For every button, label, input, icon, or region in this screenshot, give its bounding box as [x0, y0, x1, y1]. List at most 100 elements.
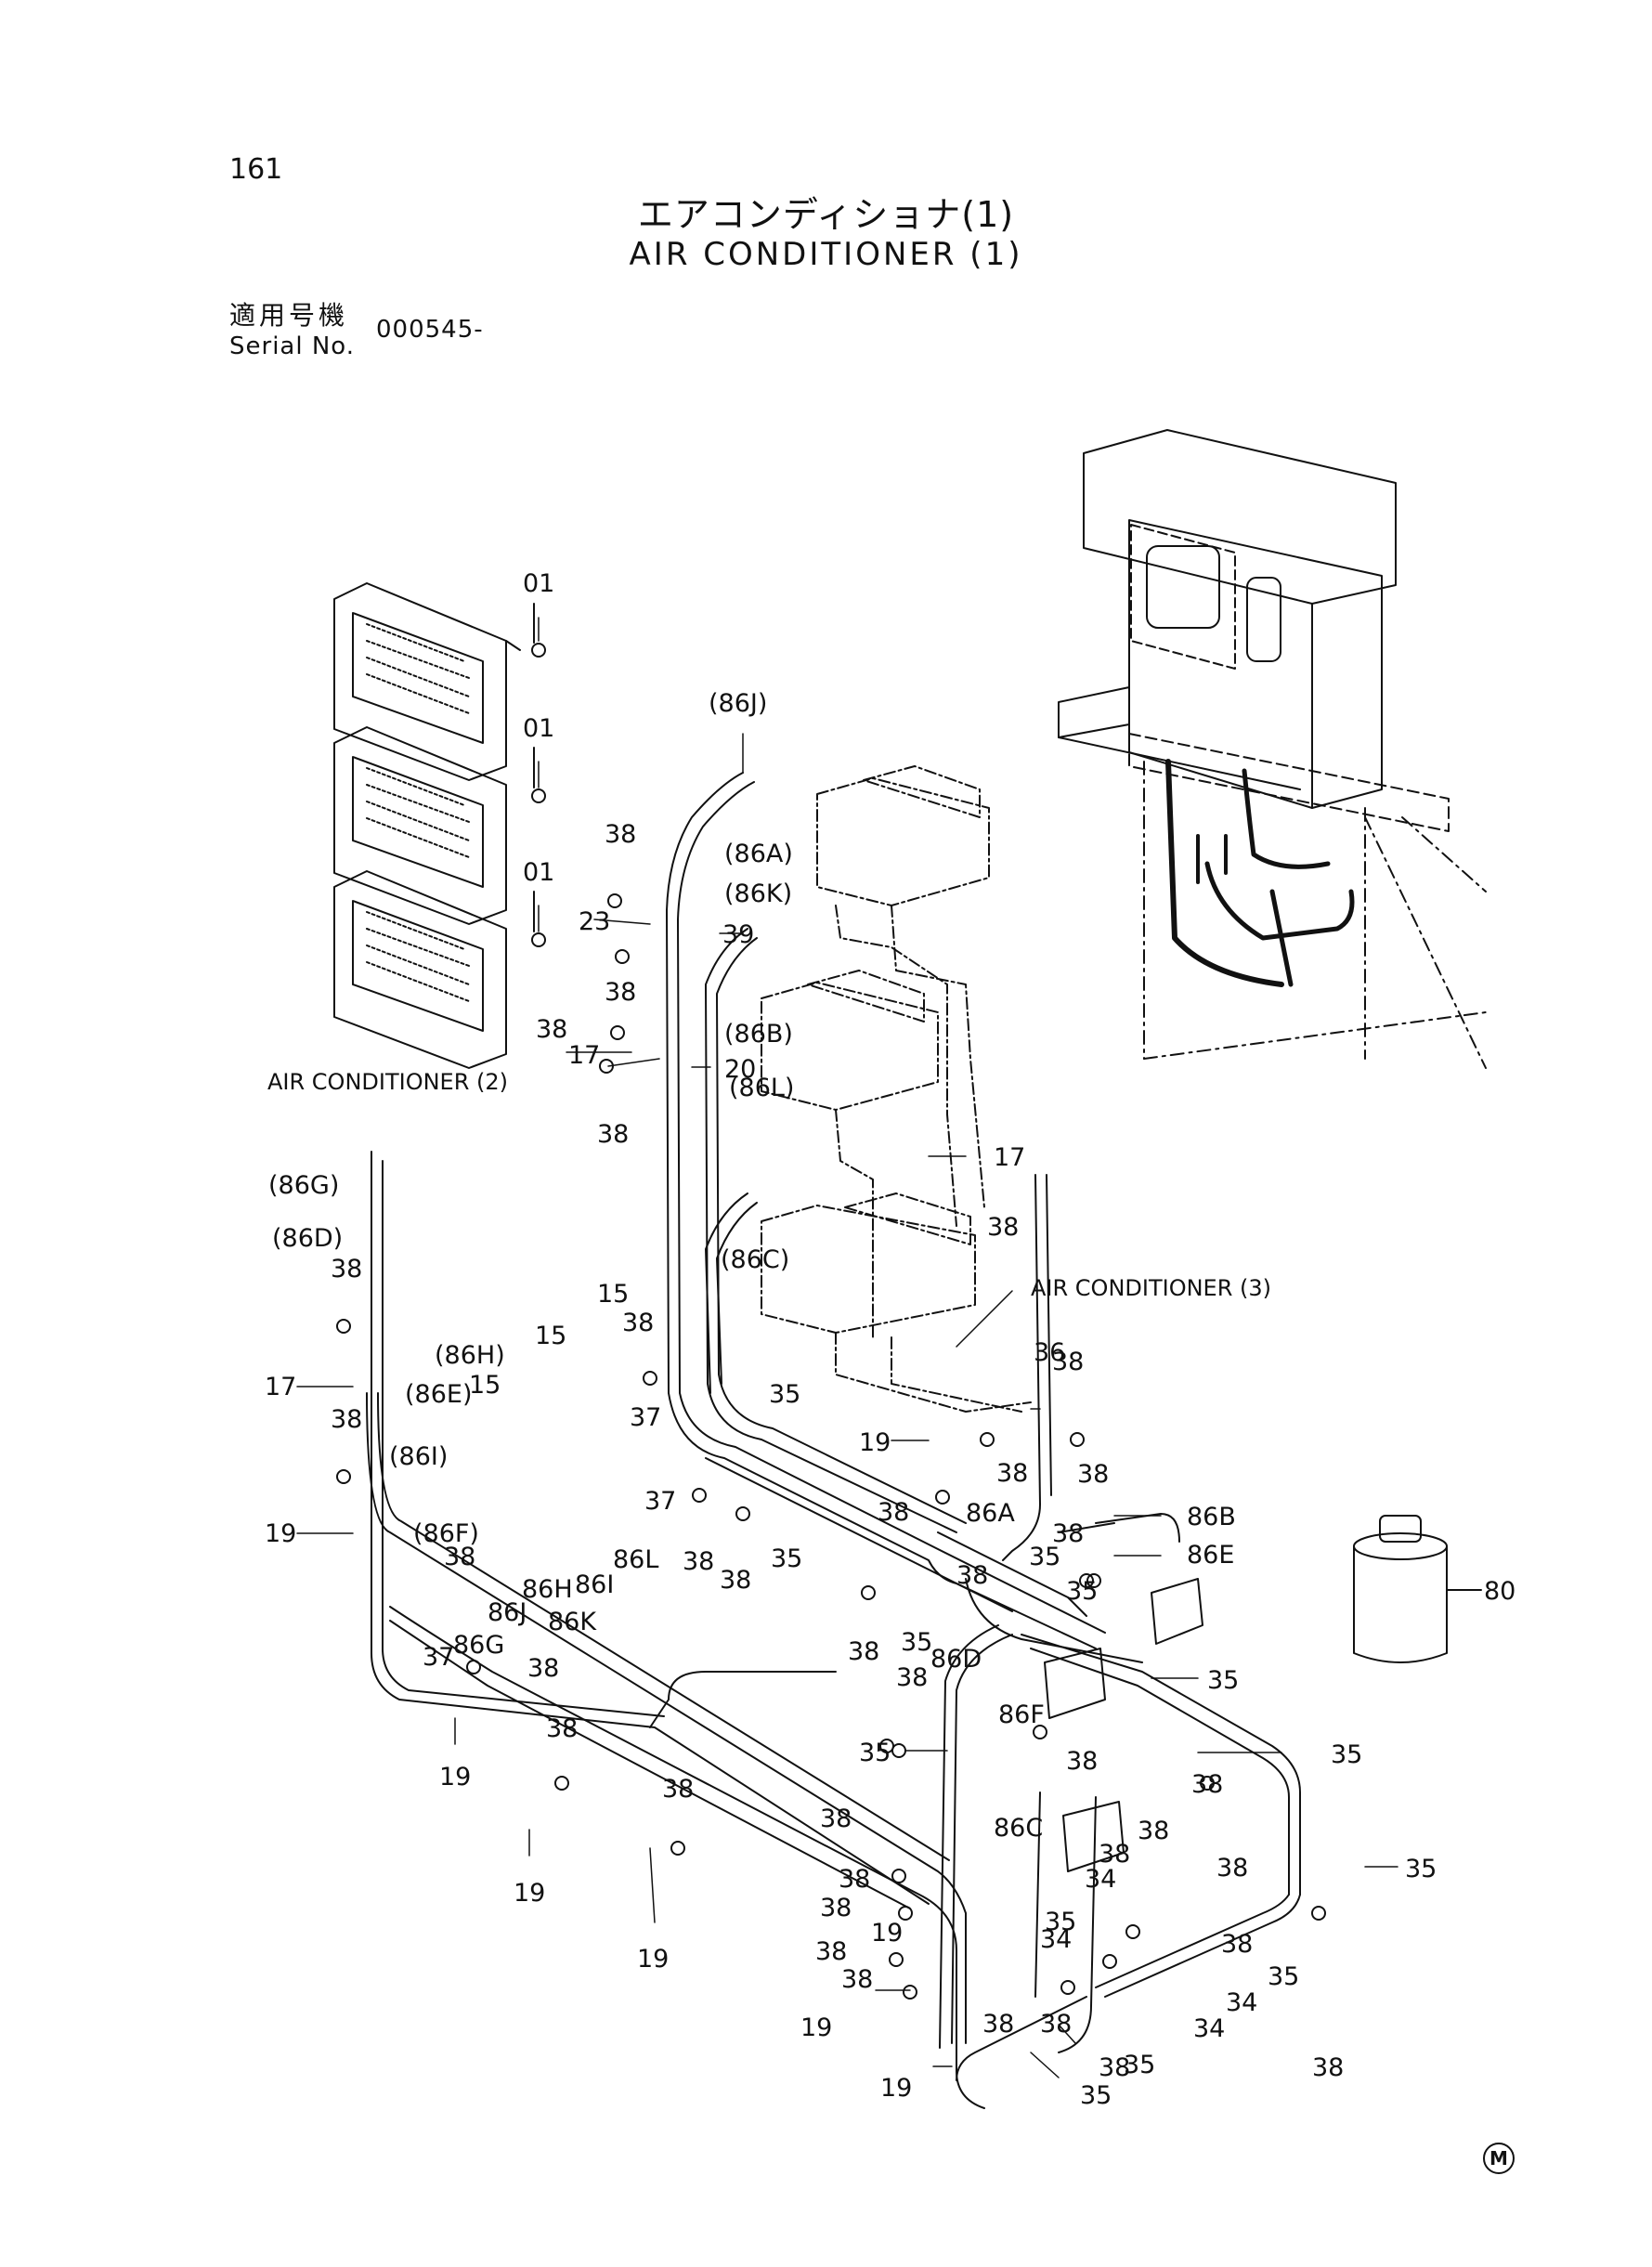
- callout-86j: 86J: [488, 1598, 527, 1627]
- callout-86a: 86A: [966, 1499, 1015, 1528]
- callout-38: 38: [1221, 1930, 1253, 1959]
- callout-38: 38: [683, 1547, 714, 1576]
- ac-units: [761, 765, 1032, 1413]
- leader-lines: [296, 617, 1398, 2078]
- condenser-blocks: [1044, 1578, 1203, 1872]
- callout-38: 38: [536, 1015, 567, 1044]
- callout-38: 38: [1052, 1519, 1084, 1548]
- callout-38: 38: [527, 1654, 559, 1683]
- callout-35: 35: [1405, 1855, 1437, 1883]
- callout-34: 34: [1085, 1865, 1116, 1894]
- callout-38: 38: [662, 1775, 694, 1804]
- callout-38: 38: [720, 1566, 751, 1595]
- callout-86a: (86A): [724, 840, 793, 868]
- callout-37: 37: [630, 1403, 661, 1432]
- callout-38: 38: [1040, 2010, 1072, 2039]
- callout-38: 38: [896, 1663, 928, 1692]
- callout-38: 38: [1066, 1747, 1098, 1776]
- bolt-callouts: 38 38 38 38 38 38 38 38 38 38 38 38 38 3…: [331, 820, 1344, 2082]
- receiver-drier-80: [1353, 1515, 1482, 1663]
- filter-panels: [333, 582, 546, 1069]
- serial-number: 000545-: [376, 316, 484, 344]
- callout-35: 35: [1207, 1666, 1239, 1695]
- label-air-conditioner-2: AIR CONDITIONER (2): [267, 1069, 508, 1095]
- callout-38: 38: [815, 1937, 847, 1966]
- callout-38: 38: [1052, 1348, 1084, 1376]
- callout-19: 19: [514, 1879, 545, 1908]
- callout-38: 38: [839, 1865, 870, 1894]
- callout-35: 35: [771, 1544, 802, 1573]
- callout-35: 35: [769, 1380, 800, 1409]
- serial-label-japanese: 適用号機: [229, 300, 349, 331]
- cab-overview: [1058, 429, 1487, 1069]
- callout-35: 35: [1331, 1740, 1362, 1769]
- callout-86h: (86H): [435, 1341, 505, 1370]
- callout-35: 35: [1029, 1543, 1060, 1571]
- callout-20: 20: [724, 1055, 756, 1084]
- callout-38: 38: [1077, 1460, 1109, 1489]
- callout-19: 19: [439, 1763, 471, 1791]
- callout-86i: 86I: [575, 1570, 614, 1599]
- callout-86i: (86I): [389, 1442, 448, 1471]
- callout-86l: (86L): [729, 1074, 794, 1102]
- callout-86d: 86D: [930, 1645, 982, 1674]
- callout-35: 35: [1066, 1577, 1098, 1606]
- callout-86k: 86K: [548, 1608, 597, 1636]
- callout-80: 80: [1484, 1577, 1515, 1606]
- callout-38: 38: [996, 1459, 1028, 1488]
- callout-38: 38: [1312, 2053, 1344, 2082]
- callout-01: 01: [523, 569, 554, 598]
- callout-34: 34: [1226, 1988, 1257, 2017]
- callout-19: 19: [880, 2074, 912, 2103]
- callout-34: 34: [1040, 1925, 1072, 1954]
- pipe-runs: [366, 772, 1301, 2109]
- callout-86e: (86E): [405, 1380, 472, 1409]
- callout-15: 15: [469, 1371, 501, 1400]
- callout-38: 38: [331, 1255, 362, 1283]
- callout-86b: (86B): [724, 1020, 793, 1049]
- callout-35: 35: [859, 1739, 891, 1767]
- callout-17: 17: [568, 1041, 600, 1070]
- part-callouts: 01 01 01 (86J) (86A) (86K) (86B) (86L) (…: [265, 569, 1515, 2110]
- callout-86c: 86C: [994, 1814, 1043, 1843]
- callout-19: 19: [265, 1519, 296, 1548]
- callout-38: 38: [331, 1405, 362, 1434]
- callout-38: 38: [605, 978, 636, 1007]
- serial-label: Serial No.: [229, 332, 355, 360]
- callout-39: 39: [722, 920, 754, 949]
- callout-38: 38: [605, 820, 636, 849]
- callout-15: 15: [535, 1322, 566, 1350]
- callout-38: 38: [820, 1894, 852, 1922]
- callout-86g: 86G: [453, 1631, 504, 1660]
- callout-38: 38: [1191, 1770, 1223, 1799]
- callout-19: 19: [871, 1919, 903, 1948]
- callout-35: 35: [1268, 1962, 1299, 1991]
- callout-38: 38: [1138, 1817, 1169, 1845]
- callout-86b: 86B: [1187, 1503, 1236, 1531]
- page-number: 161: [229, 153, 283, 186]
- callout-86j: (86J): [709, 689, 767, 718]
- callout-01: 01: [523, 714, 554, 743]
- title-japanese: エアコンディショナ(1): [637, 194, 1015, 235]
- callout-38: 38: [622, 1309, 654, 1337]
- callout-34: 34: [1193, 2014, 1225, 2043]
- callout-38: 38: [1099, 1840, 1130, 1869]
- callout-86f: 86F: [998, 1700, 1045, 1729]
- callout-86g: (86G): [268, 1171, 339, 1200]
- label-air-conditioner-3: AIR CONDITIONER (3): [1031, 1275, 1271, 1301]
- callout-23: 23: [579, 907, 610, 936]
- callout-38: 38: [848, 1637, 879, 1666]
- callout-19: 19: [859, 1428, 891, 1457]
- callout-01: 01: [523, 858, 554, 887]
- callout-38: 38: [597, 1120, 629, 1149]
- callout-38: 38: [820, 1804, 852, 1833]
- callout-36: 36: [1034, 1338, 1065, 1367]
- callout-86k: (86K): [724, 879, 792, 908]
- callout-19: 19: [637, 1945, 669, 1974]
- callout-38: 38: [841, 1965, 873, 1994]
- callout-86d: (86D): [272, 1224, 343, 1253]
- callout-86e: 86E: [1187, 1541, 1234, 1570]
- callout-38: 38: [546, 1714, 578, 1743]
- callout-38: 38: [982, 2010, 1014, 2039]
